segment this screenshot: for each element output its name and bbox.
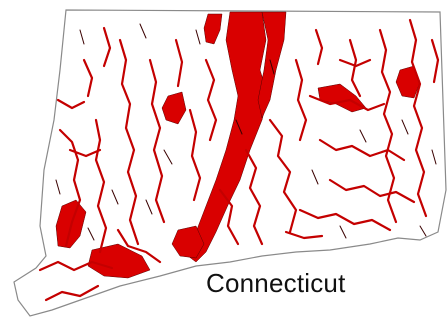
flood-patch-south: [171, 225, 205, 259]
stream-network: [38, 18, 440, 302]
flood-patch-center-west: [161, 91, 187, 125]
river-corridor-east: [257, 11, 287, 119]
flood-patch-southwest: [87, 243, 151, 279]
flood-patch-nw: [203, 13, 223, 45]
flood-zones: [55, 11, 421, 279]
stream-detail: [55, 23, 437, 241]
state-label: Connecticut: [206, 268, 346, 298]
